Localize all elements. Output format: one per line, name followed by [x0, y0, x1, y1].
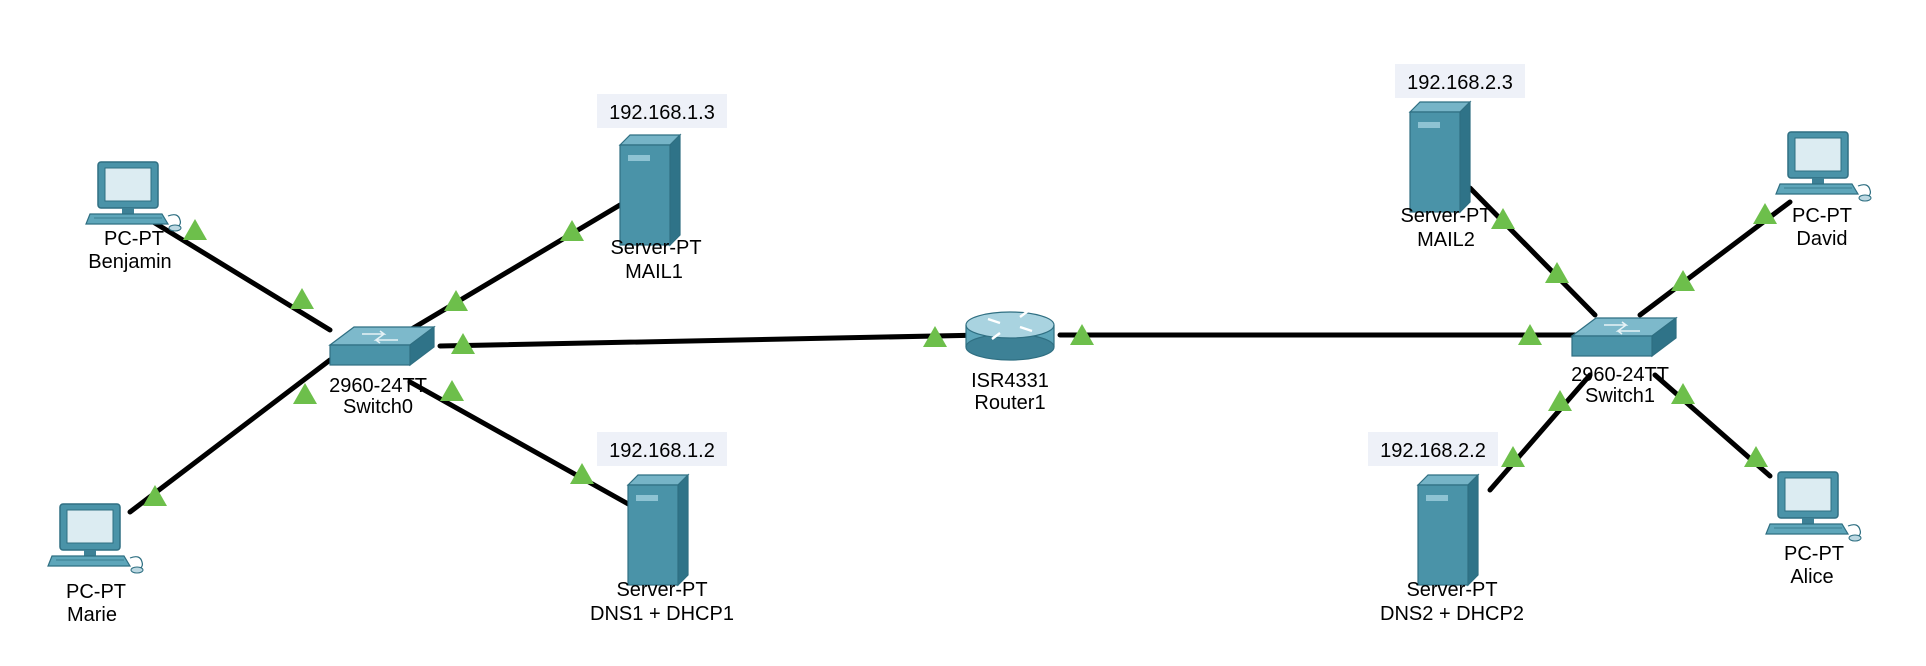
ip-label-background: [597, 94, 727, 128]
server-icon[interactable]: [627, 474, 689, 586]
pc-benjamin-model-label: PC-PT: [104, 228, 164, 250]
link-mail2-switch1[interactable]: [1467, 185, 1598, 318]
server-dns2-dhcp2-device[interactable]: 192.168.2.2 Server-PT DNS2 + DHCP2: [1368, 432, 1524, 625]
server-dns1-model-label: Server-PT: [616, 579, 707, 601]
pc-david-model-label: PC-PT: [1792, 205, 1852, 227]
pc-david-name-label: David: [1796, 228, 1847, 250]
router1-name-label: Router1: [974, 392, 1045, 414]
server-dns1-name-label: DNS1 + DHCP1: [590, 603, 734, 625]
server-mail2-device[interactable]: 192.168.2.3 Server-PT MAIL2: [1395, 64, 1525, 251]
pc-marie-name-label: Marie: [67, 604, 117, 626]
port-up-indicator: [183, 219, 207, 240]
pc-icon[interactable]: [1775, 131, 1872, 202]
router1-device[interactable]: ISR4331 Router1: [964, 309, 1056, 414]
server-dns1-ip-label: 192.168.1.2: [609, 440, 715, 462]
server-dns1-dhcp1-device[interactable]: 192.168.1.2 Server-PT DNS1 + DHCP1: [590, 432, 734, 625]
ip-label-background: [1395, 64, 1525, 98]
link-dns2-switch1[interactable]: [1487, 372, 1593, 493]
ip-label-background: [597, 432, 727, 466]
port-up-indicator: [290, 288, 314, 309]
pc-alice-model-label: PC-PT: [1784, 543, 1844, 565]
pc-marie-device[interactable]: PC-PT Marie: [47, 503, 144, 626]
link-switch0-router1[interactable]: [437, 332, 988, 349]
pc-marie-model-label: PC-PT: [66, 581, 126, 603]
server-icon[interactable]: [619, 134, 681, 246]
router1-model-label: ISR4331: [971, 370, 1049, 392]
server-dns2-name-label: DNS2 + DHCP2: [1380, 603, 1524, 625]
server-mail2-model-label: Server-PT: [1400, 205, 1491, 227]
switch1-name-label: Switch1: [1585, 385, 1655, 407]
link-benjamin-switch0[interactable]: [147, 217, 333, 333]
server-mail1-name-label: MAIL1: [625, 261, 683, 283]
server-mail2-ip-label: 192.168.2.3: [1407, 72, 1513, 94]
server-mail1-ip-label: 192.168.1.3: [609, 102, 715, 124]
pc-icon[interactable]: [85, 161, 182, 232]
server-dns2-ip-label: 192.168.2.2: [1380, 440, 1486, 462]
server-icon[interactable]: [1417, 474, 1479, 586]
switch1-device[interactable]: 2960-24TT Switch1: [1571, 317, 1677, 407]
server-mail1-device[interactable]: 192.168.1.3 Server-PT MAIL1: [597, 94, 727, 283]
server-mail2-name-label: MAIL2: [1417, 229, 1475, 251]
server-icon[interactable]: [1409, 101, 1471, 213]
link-mail1-switch0[interactable]: [407, 202, 623, 333]
switch-icon[interactable]: [1571, 317, 1677, 357]
switch0-model-label: 2960-24TT: [329, 375, 427, 397]
pc-david-device[interactable]: PC-PT David: [1775, 131, 1872, 250]
pc-alice-device[interactable]: PC-PT Alice: [1765, 471, 1862, 588]
ip-label-background: [1368, 432, 1498, 466]
router-icon[interactable]: [964, 309, 1056, 362]
pc-benjamin-name-label: Benjamin: [88, 251, 171, 273]
switch-icon[interactable]: [329, 326, 435, 366]
switch0-name-label: Switch0: [343, 396, 413, 418]
link-dns1-switch0[interactable]: [407, 379, 633, 508]
switch0-device[interactable]: 2960-24TT Switch0: [329, 326, 435, 418]
pc-benjamin-device[interactable]: PC-PT Benjamin: [85, 161, 182, 273]
server-mail1-model-label: Server-PT: [610, 237, 701, 259]
server-dns2-model-label: Server-PT: [1406, 579, 1497, 601]
switch1-model-label: 2960-24TT: [1571, 364, 1669, 386]
link-marie-switch0[interactable]: [127, 357, 333, 515]
pc-icon[interactable]: [47, 503, 144, 574]
pc-icon[interactable]: [1765, 471, 1862, 542]
port-up-indicator: [440, 380, 464, 401]
pc-alice-name-label: Alice: [1790, 566, 1833, 588]
